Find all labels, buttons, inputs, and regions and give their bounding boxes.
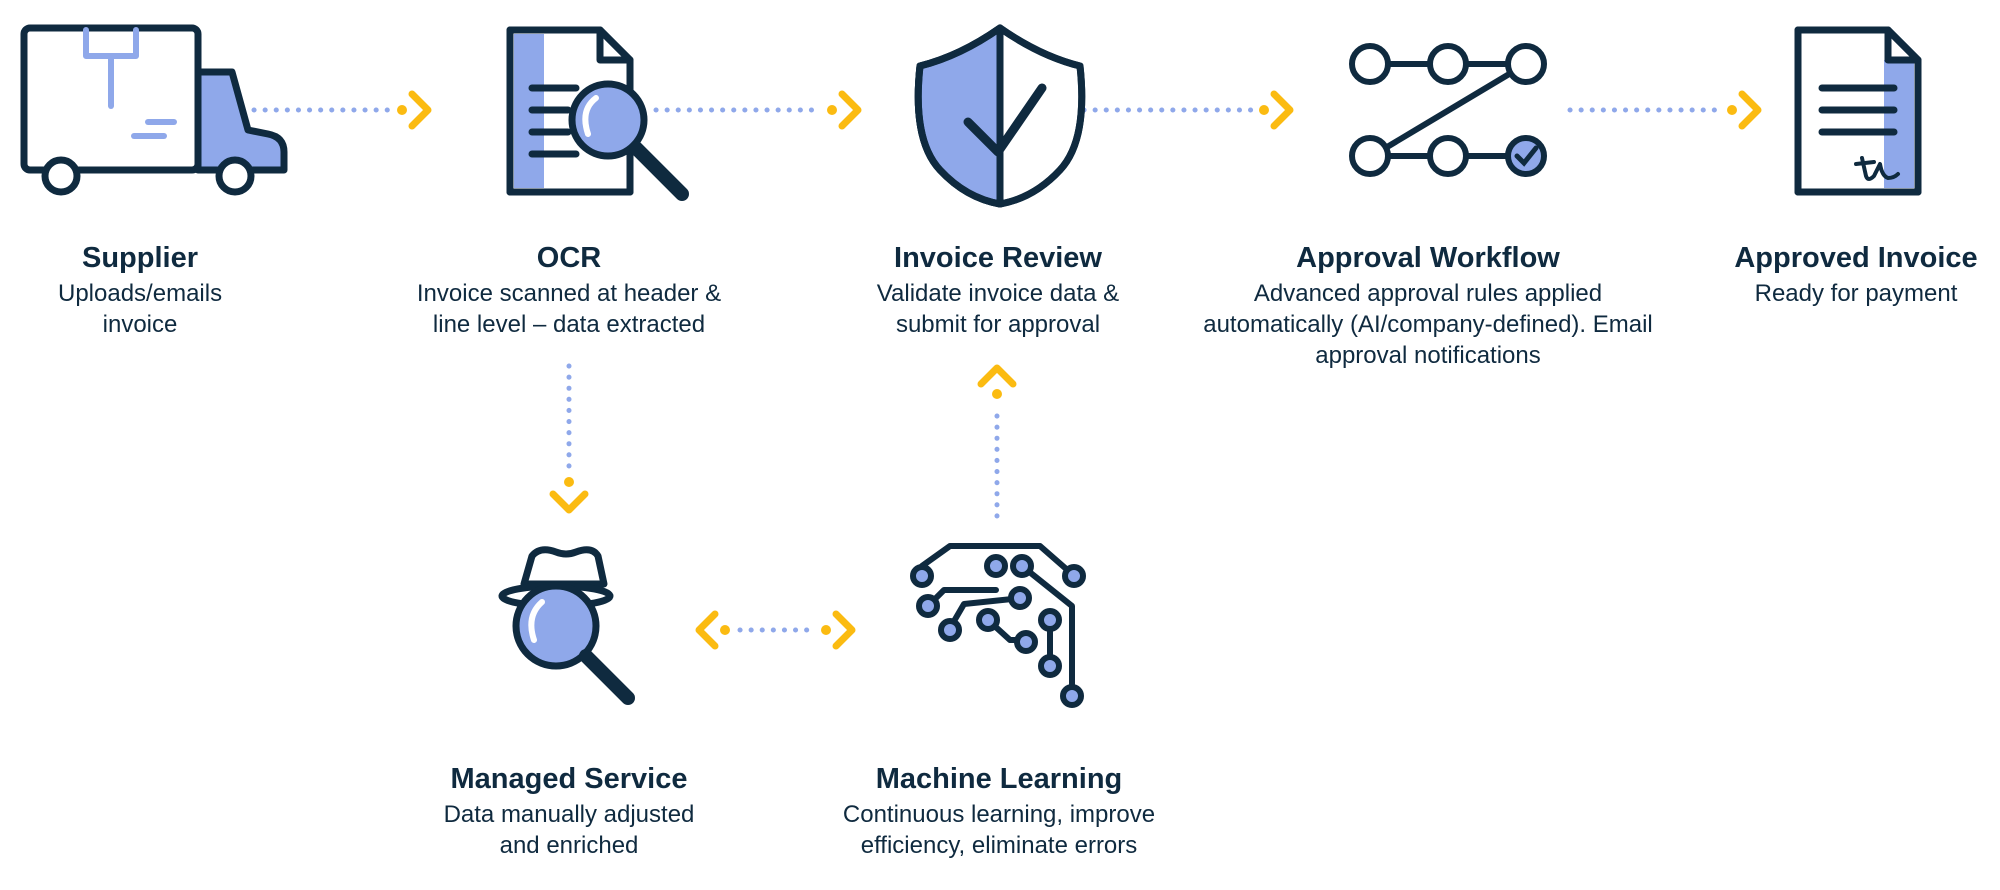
signed-document-icon [1794,26,1922,196]
node-title: Invoice Review [894,242,1102,274]
node-approved-invoice: Approved Invoice Ready for payment [1712,240,2000,309]
node-approval-workflow: Approval Workflow Advanced approval rule… [1202,240,1654,371]
node-machine-learning: Machine Learning Continuous learning, im… [818,761,1180,861]
arrow-right-icon [827,90,862,130]
arrow-left-icon [695,610,730,650]
node-title: OCR [536,242,602,274]
arrow-up-icon [977,364,1017,399]
node-title: Approval Workflow [1296,242,1560,274]
delivery-truck-icon [20,24,288,196]
workflow-nodes-icon [1349,43,1547,177]
node-ocr: OCR Invoice scanned at header & line lev… [399,240,739,340]
node-title: Machine Learning [875,763,1123,795]
node-description: Data manually adjusted and enriched [443,801,695,859]
arrow-right-icon [1259,90,1294,130]
node-title: Approved Invoice [1734,242,1978,274]
node-description: Invoice scanned at header & line level –… [416,280,722,338]
arrow-right-icon [821,610,856,650]
node-description: Advanced approval rules applied automati… [1203,280,1653,369]
node-title: Managed Service [450,763,688,795]
node-supplier: Supplier Uploads/emails invoice [20,240,260,340]
circuit-brain-icon [910,543,1086,708]
detective-magnifier-icon [498,546,635,705]
node-description: Uploads/emails invoice [58,280,223,338]
node-title: Supplier [81,242,198,274]
node-description: Ready for payment [1754,280,1958,307]
node-description: Validate invoice data & submit for appro… [876,280,1120,338]
arrow-right-icon [1727,90,1762,130]
node-invoice-review: Invoice Review Validate invoice data & s… [845,240,1151,340]
node-managed-service: Managed Service Data manually adjusted a… [418,761,720,861]
shield-check-icon [914,24,1086,208]
node-description: Continuous learning, improve efficiency,… [842,801,1156,859]
document-magnifier-icon [506,26,689,201]
arrow-right-icon [397,90,432,130]
arrow-down-icon [549,477,589,514]
